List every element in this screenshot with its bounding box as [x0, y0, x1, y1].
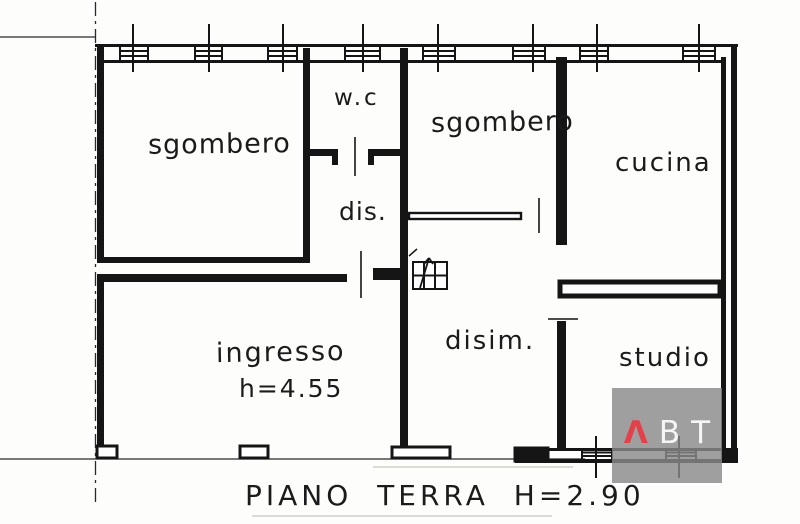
ingresso-height-note: h=4.55 [239, 374, 344, 403]
abt-logo-letter-b: B [658, 415, 681, 451]
room-label-wc: w.c [334, 85, 380, 111]
room-label-disim: disim. [445, 326, 536, 356]
reference-lines [0, 2, 585, 505]
room-label-studio: studio [619, 343, 711, 373]
room-label-sgombero-left: sgombero [147, 128, 291, 161]
pillars [95, 444, 550, 463]
stairs [408, 248, 448, 290]
room-label-dis: dis. [339, 197, 387, 226]
top-wall-with-windows [95, 24, 738, 72]
scan-artifacts [252, 466, 573, 517]
abt-logo-letter-t: T [691, 415, 711, 451]
room-label-sgombero-center: sgombero [430, 106, 575, 139]
walls [97, 44, 737, 463]
abt-watermark-logo: Λ B T [612, 388, 722, 483]
double-line-walls [407, 211, 723, 299]
room-label-cucina: cucina [615, 148, 712, 178]
door-ticks [354, 137, 578, 320]
abt-logo-a-icon: Λ [623, 415, 648, 451]
room-label-ingresso: ingresso [215, 335, 346, 370]
plan-title: PIANO TERRA H=2.90 [245, 479, 645, 512]
